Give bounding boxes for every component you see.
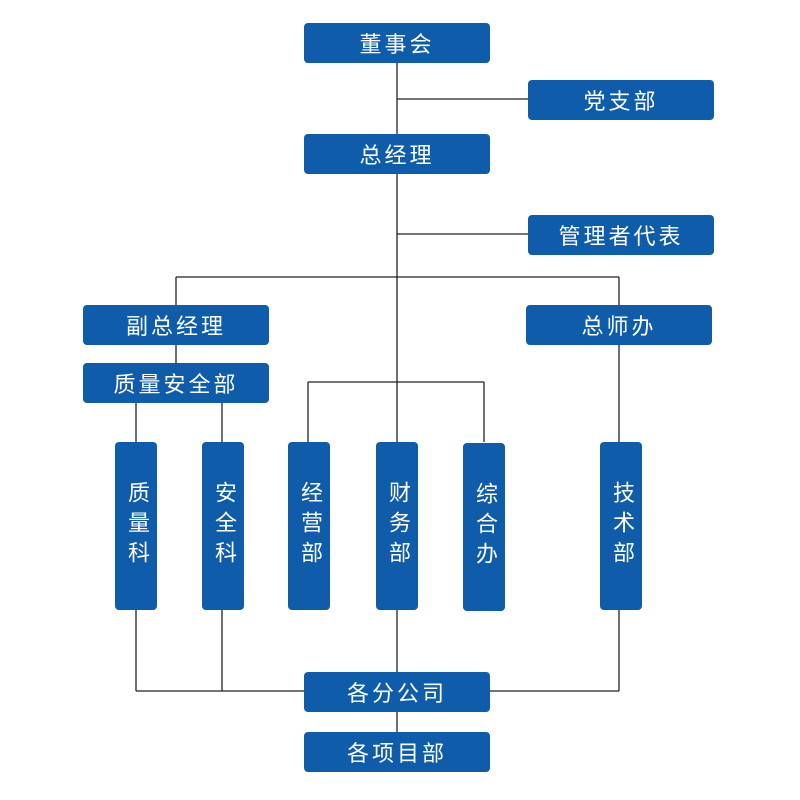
node-project-depts-label: 各项目部 <box>346 742 447 767</box>
node-chief-engineer-office-label: 总师办 <box>581 315 657 340</box>
node-safety-section-label: 安全科 <box>211 481 236 571</box>
node-management-rep-label: 管理者代表 <box>558 225 684 250</box>
node-technical-dept-label: 技术部 <box>609 481 634 571</box>
node-quality-safety-dept-label: 质量安全部 <box>113 373 239 398</box>
node-finance-dept: 财务部 <box>376 442 418 610</box>
node-quality-section-label: 质量科 <box>124 481 149 571</box>
node-project-depts: 各项目部 <box>304 732 490 772</box>
node-quality-section: 质量科 <box>115 442 157 610</box>
node-operations-dept-label: 经营部 <box>297 481 322 571</box>
node-party-branch-label: 党支部 <box>583 90 659 115</box>
node-branch-companies: 各分公司 <box>304 672 490 712</box>
node-deputy-gm: 副总经理 <box>83 305 269 345</box>
node-finance-dept-label: 财务部 <box>385 481 410 571</box>
node-branch-companies-label: 各分公司 <box>346 682 447 707</box>
node-management-rep: 管理者代表 <box>528 215 714 255</box>
node-quality-safety-dept: 质量安全部 <box>83 363 269 403</box>
node-technical-dept: 技术部 <box>600 442 642 610</box>
node-board: 董事会 <box>304 23 490 63</box>
node-deputy-gm-label: 副总经理 <box>125 315 226 340</box>
node-board-label: 董事会 <box>359 33 435 58</box>
node-general-office: 综合办 <box>463 443 505 611</box>
node-operations-dept: 经营部 <box>288 442 330 610</box>
node-general-office-label: 综合办 <box>472 482 497 572</box>
node-party-branch: 党支部 <box>528 80 714 120</box>
node-general-manager-label: 总经理 <box>359 144 435 169</box>
node-safety-section: 安全科 <box>202 442 244 610</box>
node-general-manager: 总经理 <box>304 134 490 174</box>
node-chief-engineer-office: 总师办 <box>526 305 712 345</box>
